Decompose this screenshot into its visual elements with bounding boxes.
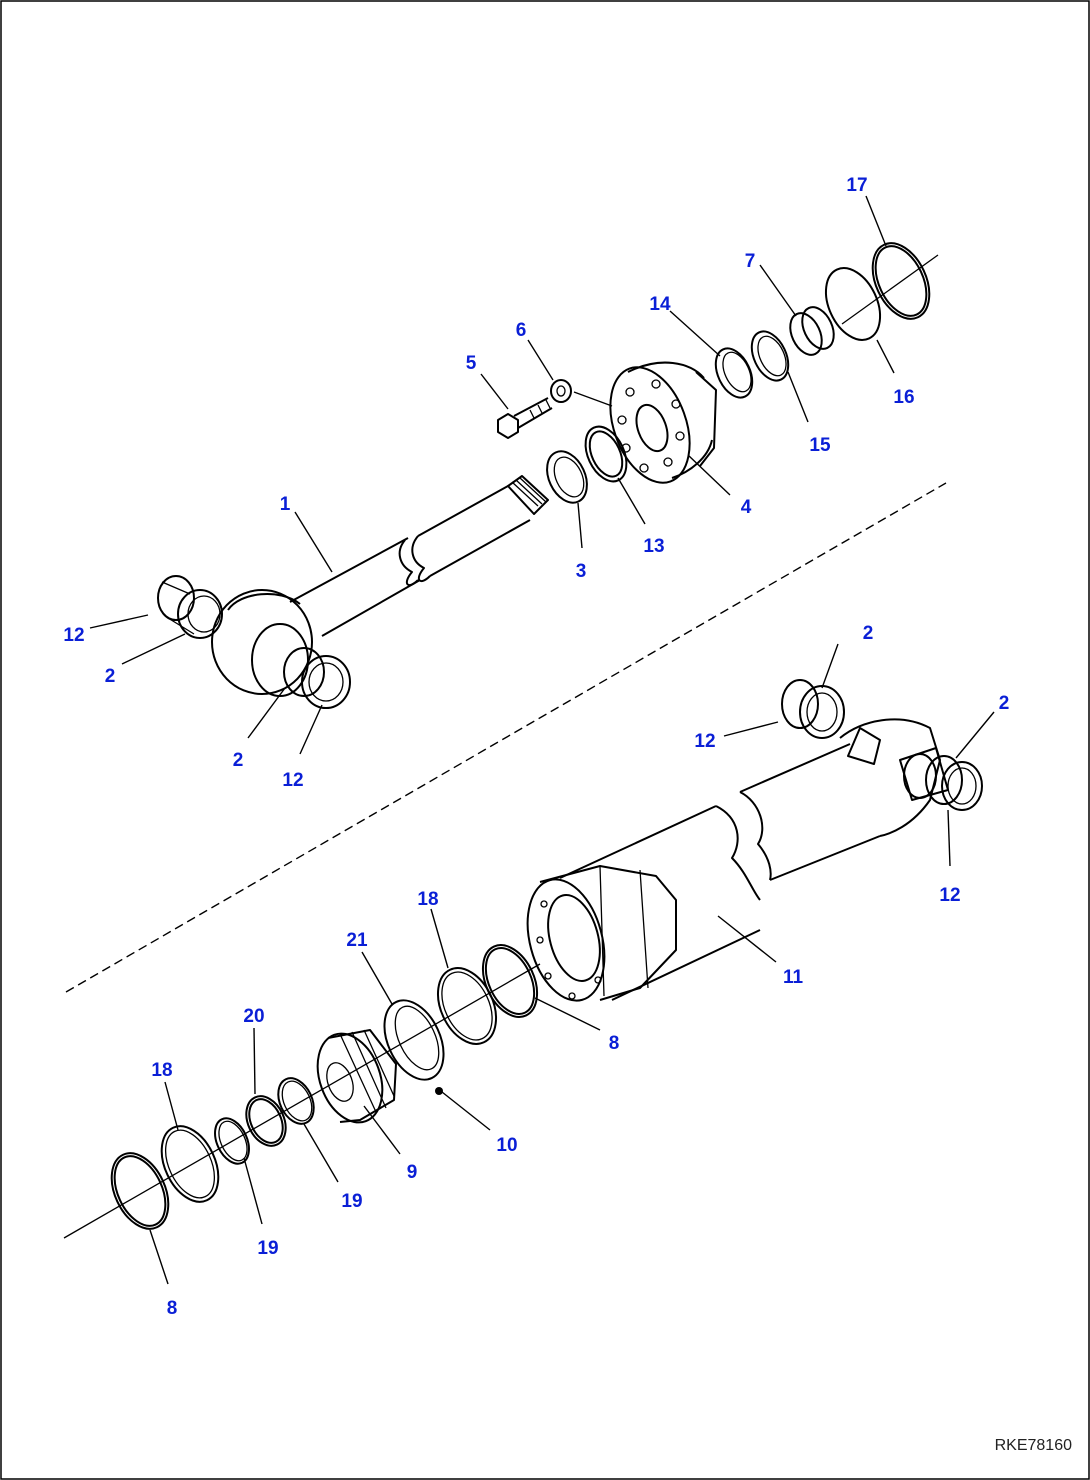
axis-line-bolt bbox=[573, 391, 613, 407]
callout-p8b: 8 bbox=[167, 1298, 178, 1319]
drawing-id: RKE78160 bbox=[995, 1437, 1072, 1454]
callout-p3: 3 bbox=[576, 561, 587, 582]
callout-p9: 9 bbox=[407, 1162, 418, 1183]
ring-20 bbox=[245, 1095, 287, 1147]
callout-p13: 13 bbox=[643, 536, 664, 557]
callout-p18b: 18 bbox=[151, 1060, 172, 1081]
callout-p18a: 18 bbox=[417, 889, 438, 910]
cylinder-head-4 bbox=[609, 361, 717, 484]
callout-p16: 16 bbox=[893, 387, 914, 408]
bushing-12d bbox=[925, 755, 983, 811]
callout-p2b: 2 bbox=[233, 750, 244, 771]
ring-19a bbox=[277, 1077, 315, 1125]
nut-10 bbox=[435, 1087, 443, 1095]
wear-ring-21 bbox=[383, 999, 445, 1081]
callout-p17: 17 bbox=[846, 175, 867, 196]
bolt-5 bbox=[497, 397, 553, 439]
bushing-7 bbox=[789, 306, 835, 356]
ring-18b bbox=[160, 1125, 220, 1203]
bushing-12a bbox=[157, 575, 223, 639]
callout-p10: 10 bbox=[496, 1135, 517, 1156]
callout-p1: 1 bbox=[280, 494, 291, 515]
axis-line-head bbox=[841, 254, 939, 325]
callout-p2d: 2 bbox=[999, 693, 1010, 714]
ring-19b bbox=[214, 1117, 250, 1165]
ring-8b bbox=[110, 1152, 170, 1230]
piston-9 bbox=[316, 1029, 397, 1124]
callout-p12a: 12 bbox=[63, 625, 84, 646]
separator-line bbox=[65, 482, 947, 993]
ring-3 bbox=[546, 450, 588, 504]
callout-p21: 21 bbox=[346, 930, 368, 951]
o-ring-17 bbox=[871, 242, 931, 320]
callout-p2a: 2 bbox=[105, 666, 116, 687]
callout-p8a: 8 bbox=[609, 1033, 620, 1054]
callout-p14: 14 bbox=[649, 294, 671, 315]
washer-6 bbox=[550, 379, 572, 403]
callout-p15: 15 bbox=[809, 435, 831, 456]
callout-p6: 6 bbox=[516, 320, 527, 341]
ring-18a bbox=[436, 967, 498, 1045]
callout-p4: 4 bbox=[741, 497, 752, 518]
seal-15 bbox=[750, 330, 790, 382]
callout-numbers: 1771465161541133122212221212182111208181… bbox=[63, 175, 1009, 1319]
callout-p19b: 19 bbox=[257, 1238, 278, 1259]
callout-p11: 11 bbox=[783, 967, 804, 988]
piston-rod bbox=[211, 475, 549, 697]
callout-p5: 5 bbox=[466, 353, 477, 374]
callout-p20: 20 bbox=[243, 1006, 264, 1027]
backup-ring-16 bbox=[824, 267, 882, 341]
axis-line-piston bbox=[63, 963, 541, 1239]
cylinder-tube-11 bbox=[526, 718, 949, 1002]
callout-p12c: 12 bbox=[694, 731, 715, 752]
callout-p2c: 2 bbox=[863, 623, 874, 644]
bushing-12b bbox=[283, 647, 351, 709]
callout-p12d: 12 bbox=[939, 885, 960, 906]
callout-p12b: 12 bbox=[282, 770, 303, 791]
bushing-12c bbox=[781, 679, 845, 739]
leader-lines bbox=[89, 195, 995, 1285]
callout-p19a: 19 bbox=[341, 1191, 362, 1212]
seal-14 bbox=[714, 347, 754, 399]
dust-seal-2a bbox=[187, 595, 221, 633]
callout-p7: 7 bbox=[745, 251, 756, 272]
